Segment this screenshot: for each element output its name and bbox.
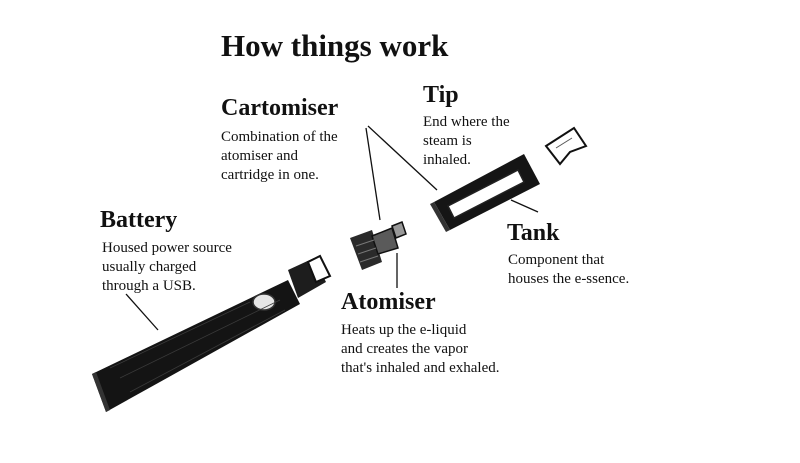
tank-illustration [430, 154, 540, 232]
battery-illustration [92, 254, 332, 412]
tank-label: Tank [507, 220, 560, 246]
cartomiser-label: Cartomiser [221, 95, 339, 121]
leader-cartomiser-to-tank [367, 125, 438, 191]
atomiser-description: Heats up the e-liquid and creates the va… [341, 322, 500, 376]
tank-description: Component that houses the e-ssence. [508, 252, 630, 287]
leader-cartomiser-to-atomiser [365, 127, 381, 221]
tip-label: Tip [423, 82, 459, 108]
cartomiser-description: Combination of the atomiser and cartridg… [221, 129, 338, 183]
page-title: How things work [221, 28, 449, 63]
atomiser-label: Atomiser [341, 289, 436, 315]
tip-illustration [544, 126, 588, 166]
leader-battery [125, 293, 159, 331]
tip-description: End where the steam is inhaled. [423, 114, 510, 168]
atomiser-illustration [350, 221, 407, 270]
battery-label: Battery [100, 207, 178, 233]
leader-tank [510, 199, 539, 213]
battery-description: Housed power source usually charged thro… [102, 240, 232, 294]
